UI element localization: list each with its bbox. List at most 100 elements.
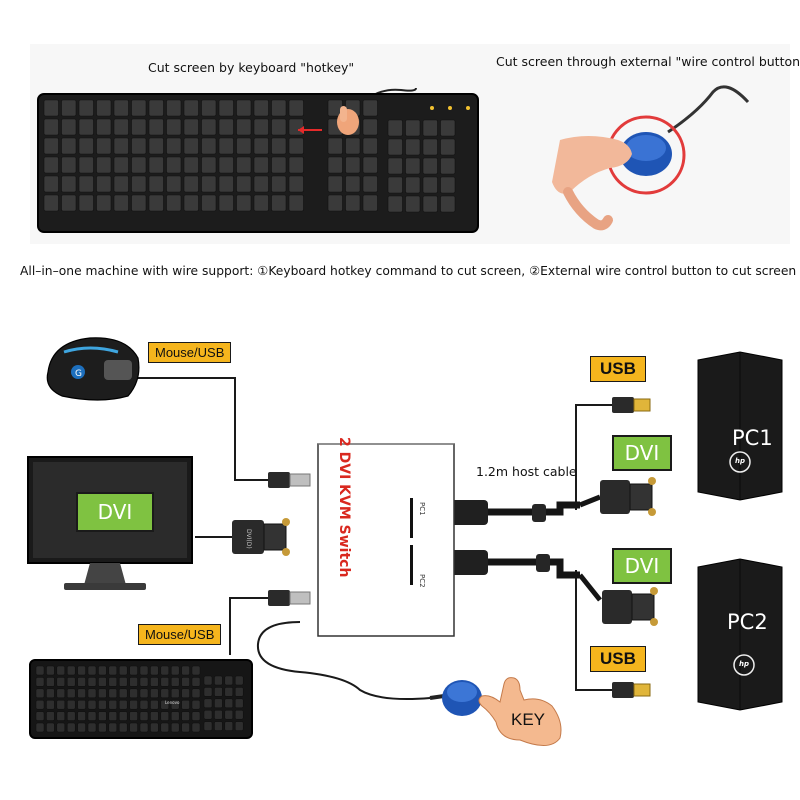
top-keyboard-key [43, 137, 59, 155]
top-keyboard-key [236, 137, 252, 155]
top-keyboard-key [345, 137, 361, 155]
bottom-keyboard-key [170, 677, 180, 687]
bottom-keyboard-key [214, 675, 223, 686]
top-keyboard-key [183, 156, 199, 174]
bottom-keyboard-key [139, 665, 149, 676]
pc2-hp-logo: hp [739, 660, 749, 668]
top-keyboard-key [218, 137, 234, 155]
bottom-keyboard-key [56, 688, 66, 699]
top-keyboard-key [166, 137, 182, 155]
top-keyboard-key [440, 176, 456, 194]
top-keyboard-key [440, 119, 456, 137]
bottom-keyboard-key [234, 698, 244, 709]
top-keyboard-key [61, 175, 77, 193]
top-keyboard-key [271, 137, 287, 155]
bottom-keyboard-key [224, 675, 234, 686]
host-cables [448, 494, 602, 602]
bottom-keyboard-key [160, 688, 170, 699]
pc1-usb-tag: USB [590, 356, 646, 382]
bottom-keyboard-key [56, 665, 66, 676]
bottom-keyboard-key [150, 677, 159, 687]
bottom-keyboard-key [118, 688, 128, 699]
hotkey-keyboard-image [37, 88, 479, 233]
top-keyboard-key [422, 138, 438, 156]
bottom-keyboard-key [203, 709, 213, 720]
pc1-tower [697, 351, 783, 501]
bottom-keyboard-key [77, 688, 86, 699]
top-keyboard-key [166, 156, 182, 174]
top-keyboard-key [405, 157, 421, 175]
top-keyboard-key [422, 157, 438, 175]
pc2-label: PC2 [727, 610, 768, 634]
bottom-keyboard-key [139, 677, 149, 687]
top-keyboard-key [422, 119, 438, 137]
top-keyboard-key [218, 194, 234, 212]
top-keyboard-key [387, 119, 403, 137]
bottom-keyboard-key [87, 688, 97, 699]
pc2-usb-tag: USB [590, 646, 646, 672]
top-keyboard-key [183, 137, 199, 155]
top-keyboard-key [183, 118, 199, 136]
bottom-keyboard-key [66, 699, 76, 710]
bottom-keyboard-key [203, 687, 213, 697]
bottom-keyboard-key [160, 699, 170, 710]
switch-label: 2 DVI KVM Switch [336, 437, 352, 577]
top-keyboard-key [271, 175, 287, 193]
bottom-keyboard-key [181, 677, 190, 687]
top-keyboard-key [113, 118, 129, 136]
top-keyboard-key [43, 118, 59, 136]
top-keyboard-key [345, 175, 361, 193]
bottom-keyboard-key [118, 722, 128, 733]
bottom-keyboard-key [234, 675, 244, 686]
bottom-keyboard-key [191, 677, 201, 687]
bottom-keyboard-key [160, 711, 170, 721]
bottom-keyboard-key [77, 699, 86, 710]
bottom-keyboard-key [46, 711, 55, 721]
bottom-keyboard-key [35, 711, 45, 721]
top-keyboard-key [201, 137, 217, 155]
top-keyboard-key [61, 137, 77, 155]
top-keyboard-key [253, 175, 269, 193]
bottom-keyboard-key [108, 677, 118, 687]
bottom-keyboard-key [150, 722, 159, 733]
top-keyboard-key [345, 156, 361, 174]
bottom-keyboard-key [129, 722, 138, 733]
top-keyboard-key [253, 194, 269, 212]
top-keyboard-key [271, 156, 287, 174]
bottom-keyboard-key [98, 677, 107, 687]
bottom-keyboard-key [129, 665, 138, 676]
pc2-tower [697, 558, 783, 711]
top-keyboard-key [387, 157, 403, 175]
top-keyboard-key [113, 175, 129, 193]
top-keyboard-key [236, 118, 252, 136]
top-keyboard-key [148, 137, 164, 155]
bottom-keyboard-key [181, 711, 190, 721]
bottom-keyboard-key [77, 711, 86, 721]
monitor-dvi-connector: DVI(D) [232, 518, 290, 556]
bottom-keyboard-key [224, 721, 234, 731]
top-keyboard-key [271, 118, 287, 136]
pc1-label: PC1 [732, 426, 773, 450]
bottom-keyboard-key [108, 688, 118, 699]
bottom-keyboard-key [77, 722, 86, 733]
top-keyboard-key [131, 194, 147, 212]
top-keyboard-key [440, 138, 456, 156]
bottom-keyboard-key [170, 722, 180, 733]
gaming-mouse: G [46, 337, 140, 401]
top-keyboard-key [183, 194, 199, 212]
wire-control-button-image [552, 85, 750, 231]
top-keyboard-key [166, 175, 182, 193]
keyboard-hotkey-caption: Cut screen by keyboard "hotkey" [148, 60, 355, 75]
bottom-keyboard-key [66, 665, 76, 676]
wire-control-key [429, 680, 482, 716]
bottom-keyboard-key [139, 699, 149, 710]
bottom-keyboard-key [46, 688, 55, 699]
pc1-dvi-badge: DVI [612, 435, 672, 471]
bottom-keyboard-key [56, 722, 66, 733]
top-keyboard-key [288, 137, 304, 155]
top-keyboard-key [218, 118, 234, 136]
top-keyboard-key [96, 175, 112, 193]
bottom-keyboard-key [191, 688, 201, 699]
top-keyboard-key [201, 194, 217, 212]
connector-dvi-text: DVI(D) [245, 529, 252, 549]
